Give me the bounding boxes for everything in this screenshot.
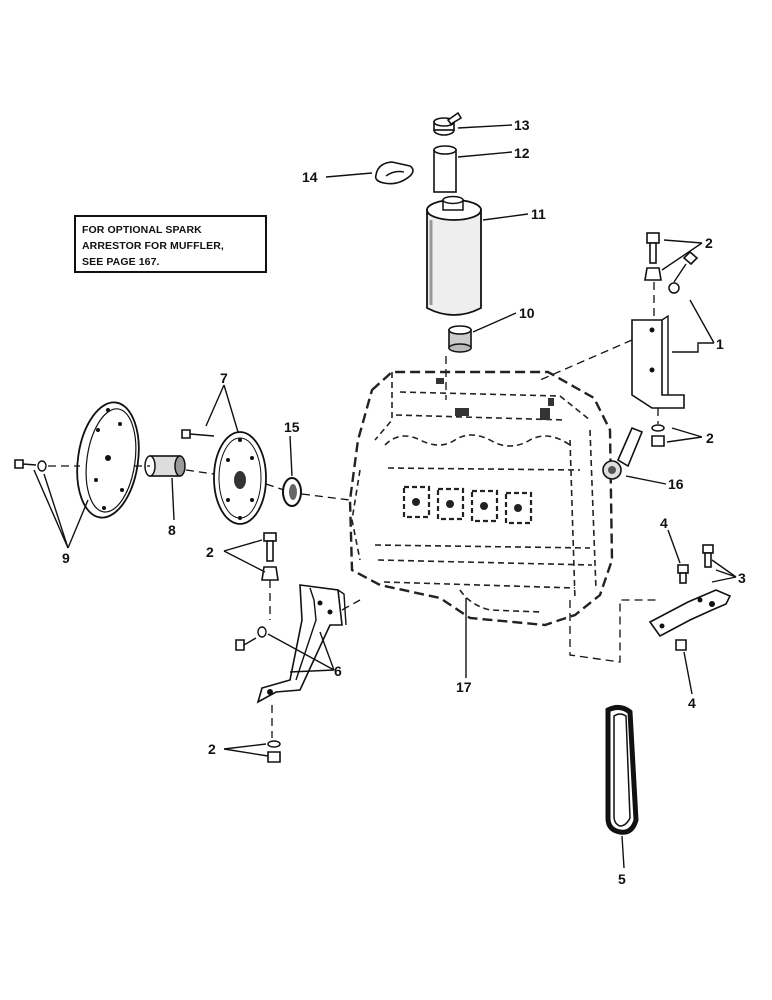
callout-2-top: 2 <box>705 235 713 251</box>
callout-1: 1 <box>716 336 724 352</box>
bolt-washer-left <box>14 459 47 472</box>
note-line-1: FOR OPTIONAL SPARK <box>82 224 202 236</box>
spark-arrestor-note: FOR OPTIONAL SPARK ARRESTOR FOR MUFFLER,… <box>74 215 267 273</box>
nut-lower-4 <box>675 639 687 651</box>
oil-seal-part <box>282 477 302 507</box>
clamp-part <box>374 161 414 185</box>
exhaust-pipe-part <box>433 145 457 193</box>
callout-10: 10 <box>519 305 535 321</box>
mounting-bracket-left <box>256 584 347 704</box>
support-bracket-lower <box>648 589 732 638</box>
callout-12: 12 <box>514 145 530 161</box>
leader-lines <box>33 124 737 869</box>
callout-2-bottom: 2 <box>208 741 216 757</box>
callout-11: 11 <box>531 206 546 222</box>
callout-14: 14 <box>302 169 318 185</box>
callout-5: 5 <box>618 871 626 887</box>
callout-6: 6 <box>334 663 342 679</box>
note-line-3: SEE PAGE 167. <box>82 256 160 268</box>
callout-15: 15 <box>284 419 300 435</box>
washer-nut-right <box>651 424 665 447</box>
muffler-assembly <box>374 111 482 400</box>
drive-belt-part <box>605 704 639 835</box>
rain-cap-part <box>433 111 463 136</box>
callout-3: 3 <box>738 570 746 586</box>
flywheel-disc-part <box>213 431 267 525</box>
bolt-lower-3 <box>702 544 714 568</box>
callout-16: 16 <box>668 476 684 492</box>
coupler-part <box>144 455 186 477</box>
drive-plate-part <box>76 401 140 519</box>
callout-8: 8 <box>168 522 176 538</box>
callout-4-bottom: 4 <box>688 695 696 711</box>
callout-9: 9 <box>62 550 70 566</box>
bolt-flywheel <box>181 429 215 439</box>
callout-4-top: 4 <box>660 515 668 531</box>
muffler-adapter-part <box>448 325 472 353</box>
callout-2-left: 2 <box>206 544 214 560</box>
fitting-part <box>602 426 644 480</box>
callout-2-bracket: 2 <box>706 430 714 446</box>
bolt-left-top <box>261 532 279 581</box>
exhaust-ports <box>402 485 533 525</box>
washer-nut-bottom <box>267 740 281 763</box>
bolt-small-right <box>668 250 699 294</box>
muffler-part <box>426 195 482 316</box>
bolt-lower-4 <box>677 564 689 584</box>
engine-block-part <box>348 370 614 627</box>
callout-13: 13 <box>514 117 530 133</box>
mounting-bracket-right <box>631 314 685 409</box>
callout-numbers: 13 12 14 11 10 2 1 2 16 7 15 8 9 2 6 17 … <box>62 117 746 887</box>
bolt-top-right <box>644 232 662 281</box>
note-line-2: ARRESTOR FOR MUFFLER, <box>82 240 224 252</box>
callout-17: 17 <box>456 679 472 695</box>
callout-7: 7 <box>220 370 228 386</box>
bolt-left-side <box>235 626 267 651</box>
